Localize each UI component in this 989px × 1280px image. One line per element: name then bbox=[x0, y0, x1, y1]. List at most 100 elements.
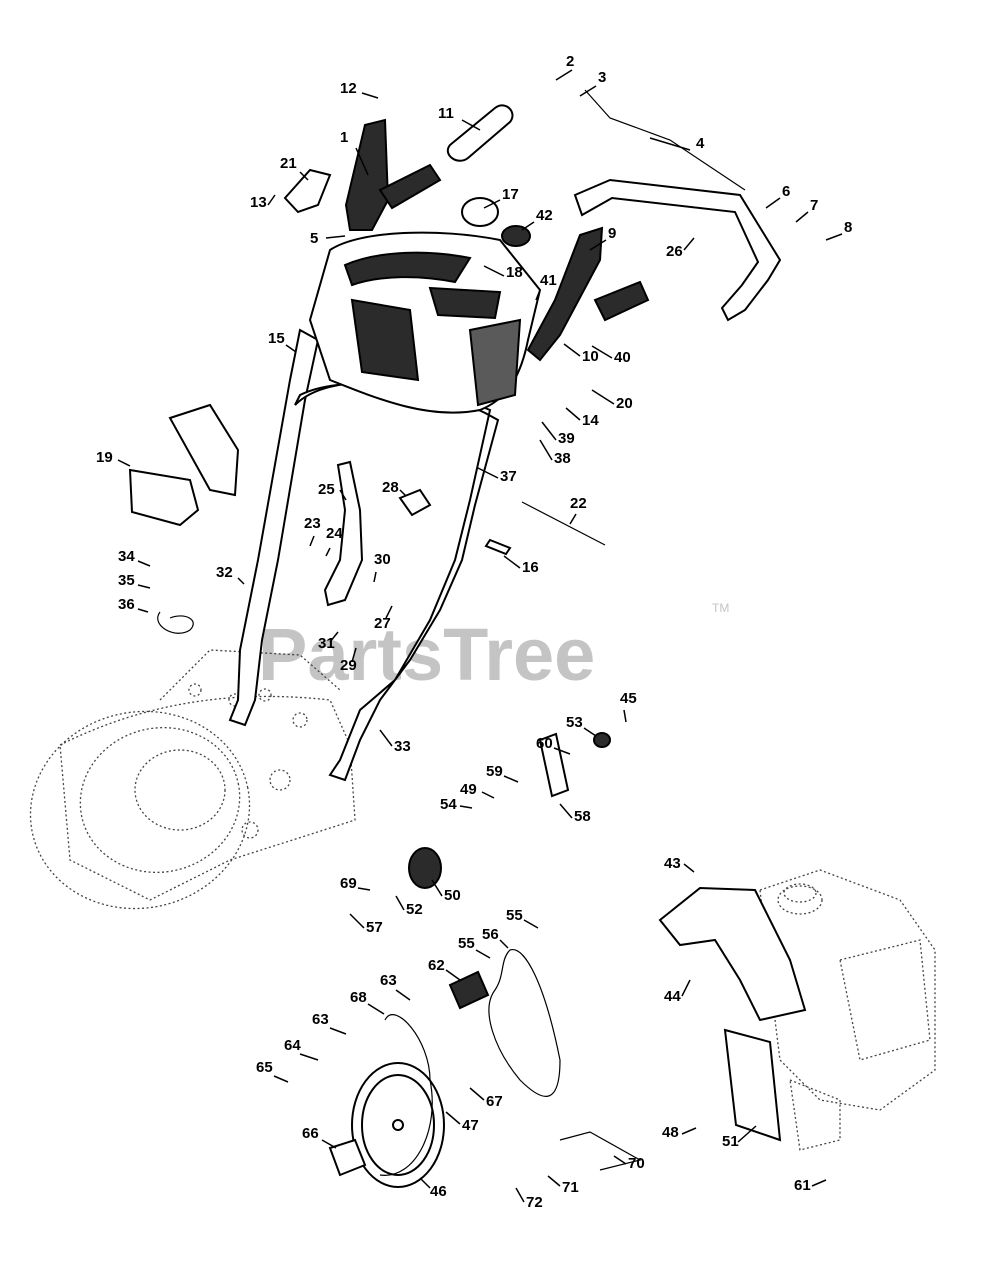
callout-c49: 49 bbox=[460, 781, 495, 799]
callout-leader-line bbox=[325, 235, 346, 239]
engine-outline bbox=[759, 869, 936, 1151]
callout-leader-line bbox=[569, 513, 577, 525]
callout-c10: 10 bbox=[563, 343, 599, 365]
callout-number: 2 bbox=[566, 53, 574, 70]
callout-number: 47 bbox=[462, 1117, 479, 1134]
callout-c35: 35 bbox=[118, 572, 151, 589]
callout-leader-line bbox=[681, 1127, 697, 1135]
callout-number: 72 bbox=[526, 1194, 543, 1211]
callout-number: 3 bbox=[598, 69, 606, 86]
callout-leader-line bbox=[339, 489, 347, 501]
callout-leader-line bbox=[795, 211, 809, 223]
callout-leader-line bbox=[299, 1053, 319, 1061]
callout-c20: 20 bbox=[591, 389, 633, 412]
callout-number: 70 bbox=[628, 1155, 645, 1172]
pulley-46 bbox=[351, 1062, 445, 1188]
callout-number: 61 bbox=[794, 1177, 811, 1194]
callout-number: 55 bbox=[458, 935, 475, 952]
callout-leader-line bbox=[299, 171, 309, 181]
callout-leader-line bbox=[273, 1075, 289, 1083]
callout-number: 40 bbox=[614, 349, 631, 366]
callout-c46: 46 bbox=[419, 1177, 447, 1200]
callout-c72: 72 bbox=[515, 1187, 543, 1211]
callout-c62: 62 bbox=[428, 957, 461, 981]
pulley-50 bbox=[408, 847, 442, 889]
callout-c44: 44 bbox=[664, 979, 691, 1005]
callout-c28: 28 bbox=[382, 479, 407, 497]
callout-c45: 45 bbox=[620, 690, 637, 723]
callout-c41: 41 bbox=[535, 272, 557, 301]
callout-number: 15 bbox=[268, 330, 285, 347]
callout-number: 18 bbox=[506, 264, 523, 281]
right-upper-handle bbox=[526, 226, 650, 362]
callout-leader-line bbox=[565, 407, 581, 421]
callout-number: 39 bbox=[558, 430, 575, 447]
callout-leader-line bbox=[503, 555, 521, 569]
callout-c43: 43 bbox=[664, 855, 695, 873]
callout-leader-line bbox=[379, 729, 393, 747]
callout-number: 54 bbox=[440, 796, 457, 813]
callout-c66: 66 bbox=[302, 1125, 337, 1149]
callout-number: 7 bbox=[810, 197, 818, 214]
watermark-trademark: TM bbox=[712, 601, 729, 615]
callout-number: 22 bbox=[570, 495, 587, 512]
callout-c25: 25 bbox=[318, 481, 347, 501]
callout-number: 30 bbox=[374, 551, 391, 568]
callout-c32: 32 bbox=[216, 564, 245, 585]
callout-c71: 71 bbox=[547, 1175, 579, 1196]
callout-leader-line bbox=[559, 803, 573, 819]
callout-number: 9 bbox=[608, 225, 616, 242]
callout-c64: 64 bbox=[284, 1037, 319, 1061]
callout-leader-line bbox=[357, 887, 371, 891]
bracket-19 bbox=[128, 403, 240, 527]
callout-number: 8 bbox=[844, 219, 852, 236]
callout-number: 69 bbox=[340, 875, 357, 892]
callout-c6: 6 bbox=[765, 183, 790, 209]
callout-c70: 70 bbox=[613, 1155, 645, 1172]
callout-c67: 67 bbox=[469, 1087, 503, 1110]
belt-56 bbox=[488, 949, 561, 1097]
callout-leader-line bbox=[475, 949, 491, 959]
callout-leader-line bbox=[349, 913, 365, 929]
callout-c68: 68 bbox=[350, 989, 385, 1015]
callout-c29: 29 bbox=[340, 647, 357, 674]
knob-42 bbox=[501, 225, 531, 247]
callout-c56: 56 bbox=[482, 926, 509, 949]
callout-number: 64 bbox=[284, 1037, 301, 1054]
callout-number: 32 bbox=[216, 564, 233, 581]
callout-leader-line bbox=[355, 147, 369, 176]
callout-c36: 36 bbox=[118, 596, 149, 613]
callout-number: 25 bbox=[318, 481, 335, 498]
callout-leader-line bbox=[515, 1187, 525, 1203]
callout-c3: 3 bbox=[579, 69, 606, 97]
callout-c30: 30 bbox=[373, 551, 391, 583]
callout-number: 63 bbox=[312, 1011, 329, 1028]
callout-leader-line bbox=[329, 1027, 347, 1035]
callout-number: 24 bbox=[326, 525, 343, 542]
callout-c21: 21 bbox=[280, 155, 309, 181]
callout-c22: 22 bbox=[569, 495, 587, 525]
callout-leader-line bbox=[765, 197, 781, 209]
callout-leader-line bbox=[623, 709, 627, 723]
cable-22 bbox=[521, 501, 606, 546]
callout-c48: 48 bbox=[662, 1124, 697, 1141]
callout-number: 33 bbox=[394, 738, 411, 755]
callout-leader-line bbox=[137, 560, 151, 567]
callout-c47: 47 bbox=[445, 1111, 479, 1134]
block-28 bbox=[398, 488, 432, 517]
callout-leader-line bbox=[523, 919, 539, 929]
rod-16 bbox=[484, 538, 512, 556]
callout-leader-line bbox=[459, 805, 473, 809]
callout-c59: 59 bbox=[486, 763, 519, 783]
callout-leader-line bbox=[555, 69, 573, 81]
callout-number: 59 bbox=[486, 763, 503, 780]
callout-leader-line bbox=[521, 221, 535, 231]
callout-c55a: 55 bbox=[506, 907, 539, 929]
callout-c54: 54 bbox=[440, 796, 473, 813]
callout-c65: 65 bbox=[256, 1059, 289, 1083]
callout-number: 51 bbox=[722, 1133, 739, 1150]
callout-leader-line bbox=[329, 631, 339, 643]
bracket-58 bbox=[538, 732, 570, 798]
cable-4 bbox=[584, 89, 746, 191]
callout-c19: 19 bbox=[96, 449, 131, 467]
